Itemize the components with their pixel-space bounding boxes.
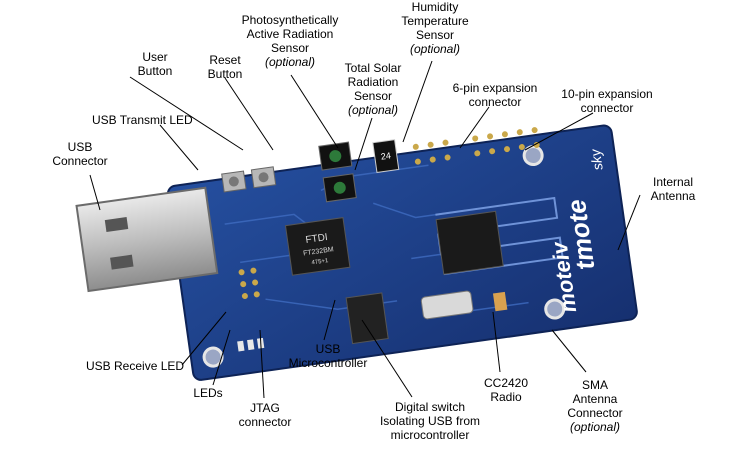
pcb-board: FTDI FT232BM 475+1 24	[166, 124, 638, 381]
brand-sky-text: sky	[587, 147, 606, 171]
label-leds: LEDs	[193, 386, 223, 400]
label-user-button: User Button	[137, 50, 173, 78]
label-tsr-sensor: Total Solar Radiation Sensor (optional)	[344, 61, 402, 117]
label-usb-micro: USB Microcontroller	[288, 342, 368, 370]
leader-lines	[89, 60, 641, 399]
led-1	[237, 340, 245, 352]
ftdi-sub-text: 475+1	[311, 258, 329, 266]
label-sma: SMA Antenna Connector (optional)	[567, 378, 623, 434]
usb-plug	[75, 186, 219, 293]
label-humidity-sensor: Humidity Temperature Sensor (optional)	[401, 0, 469, 56]
label-ten-pin: 10-pin expansion connector	[561, 87, 653, 115]
ftdi-chip	[284, 217, 351, 276]
ftdi-text: FTDI	[305, 232, 329, 246]
label-par-sensor: Photosynthetically Active Radiation Sens…	[241, 13, 339, 69]
sensor-24-text: 24	[380, 150, 391, 161]
cc2420-component	[492, 291, 508, 312]
microcontroller-chip	[435, 210, 504, 275]
crystal	[420, 290, 474, 320]
label-cc2420: CC2420 Radio	[483, 376, 529, 404]
label-usb-connector: USB Connector	[52, 140, 108, 168]
label-usb-tx-led: USB Transmit LED	[92, 113, 193, 127]
ten-pin-header	[472, 127, 540, 157]
jtag-header	[238, 267, 260, 300]
digital-switch-chip	[345, 292, 389, 345]
humidity-sensor-part	[372, 139, 400, 174]
label-reset-button: Reset Button	[207, 53, 243, 81]
label-jtag: JTAG connector	[238, 401, 292, 429]
led-2	[247, 339, 255, 351]
label-six-pin: 6-pin expansion connector	[452, 81, 538, 109]
label-digital-switch: Digital switch Isolating USB from microc…	[379, 400, 481, 442]
six-pin-header	[412, 139, 451, 165]
label-internal-antenna: Internal Antenna	[650, 175, 696, 203]
label-usb-rx-led: USB Receive LED	[86, 359, 185, 373]
ftdi-part-text: FT232BM	[303, 246, 335, 257]
